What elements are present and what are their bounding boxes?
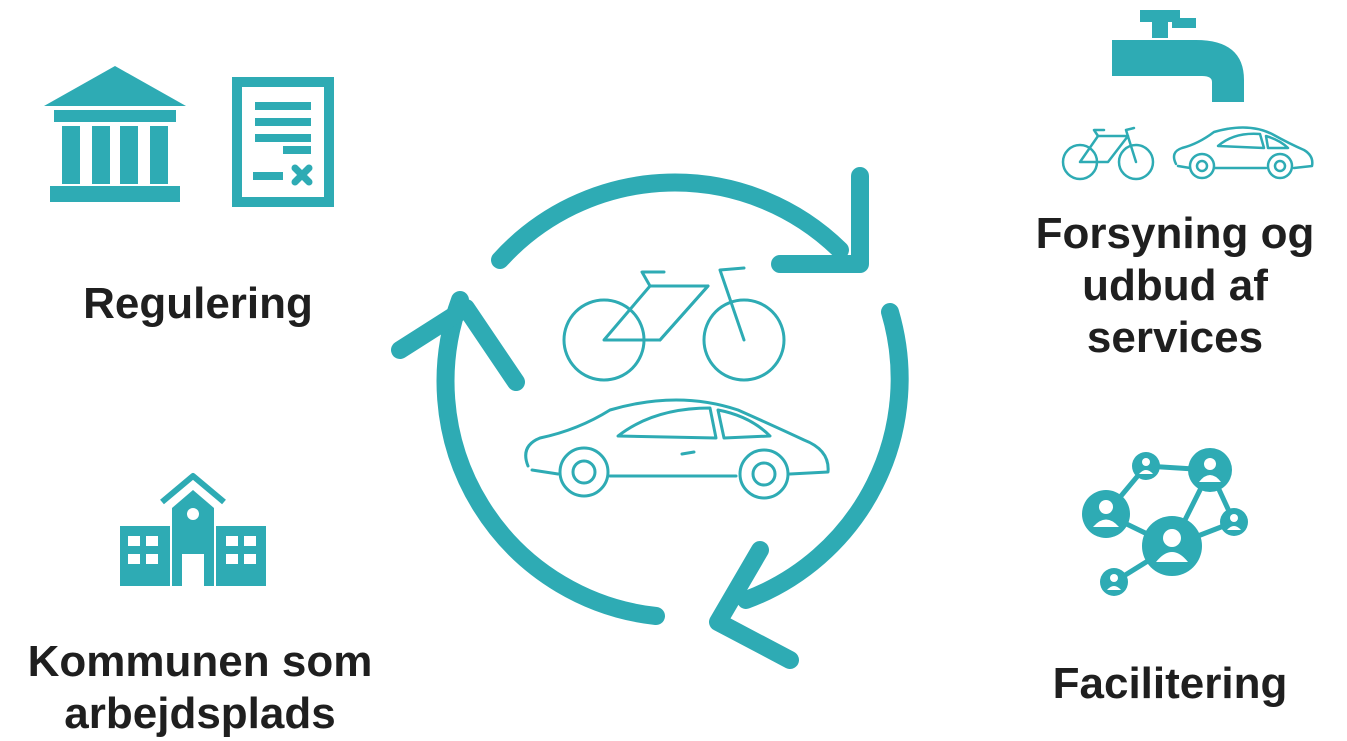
cycle-arrows-icon: [390, 160, 940, 670]
label-regulering: Regulering: [83, 279, 313, 328]
car-icon: [518, 394, 834, 500]
people-network-icon: [1078, 444, 1254, 600]
label-forsyning: Forsyning og udbud af services: [1010, 208, 1340, 364]
small-car-icon: [1168, 124, 1316, 182]
label-forsyning-line-3: services: [1086, 312, 1264, 362]
government-building-icon: [40, 66, 190, 202]
school-building-icon: [120, 472, 266, 586]
contract-document-icon: [231, 76, 335, 208]
label-forsyning-line-2: udbud af: [1082, 260, 1268, 310]
label-kommunen-line-2: arbejdsplads: [64, 688, 336, 738]
label-forsyning-line-1: Forsyning og: [1035, 209, 1315, 258]
label-kommunen-line-1: Kommunen som: [27, 637, 373, 686]
water-tap-icon: [1112, 10, 1246, 104]
label-kommunen: Kommunen som arbejdsplads: [0, 636, 400, 740]
small-bicycle-icon: [1060, 124, 1156, 184]
bicycle-icon: [558, 262, 790, 386]
label-facilitering: Facilitering: [1052, 659, 1288, 708]
